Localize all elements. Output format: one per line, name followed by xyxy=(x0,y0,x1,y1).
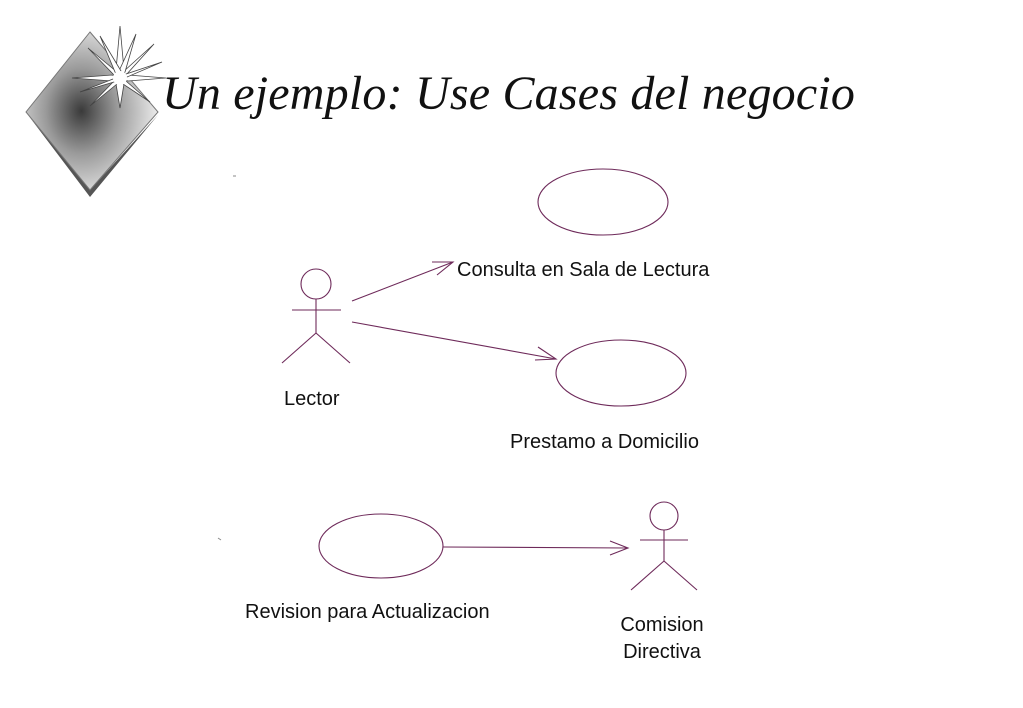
use-case-label-prestamo: Prestamo a Domicilio xyxy=(510,431,699,453)
actor-label-comision: Comision Directiva xyxy=(600,612,724,666)
stray-mark xyxy=(217,537,222,541)
use-case-label-consulta: Consulta en Sala de Lectura xyxy=(457,259,710,281)
association-revision-comision xyxy=(442,540,630,556)
actor-comision-figure xyxy=(630,501,698,591)
actor-label-lector: Lector xyxy=(284,388,340,410)
diamond-starburst-icon xyxy=(25,25,167,197)
use-case-label-revision: Revision para Actualizacion xyxy=(245,601,490,623)
use-case-consulta xyxy=(537,168,669,236)
use-case-revision xyxy=(318,513,444,579)
slide-title: Un ejemplo: Use Cases del negocio xyxy=(162,67,856,120)
actor-label-comision-line2: Directiva xyxy=(623,641,701,663)
actor-label-comision-line1: Comision xyxy=(620,614,704,636)
association-lector-prestamo xyxy=(351,321,558,361)
use-case-prestamo xyxy=(555,339,687,407)
actor-lector-figure xyxy=(281,268,351,364)
association-lector-consulta xyxy=(351,261,455,302)
